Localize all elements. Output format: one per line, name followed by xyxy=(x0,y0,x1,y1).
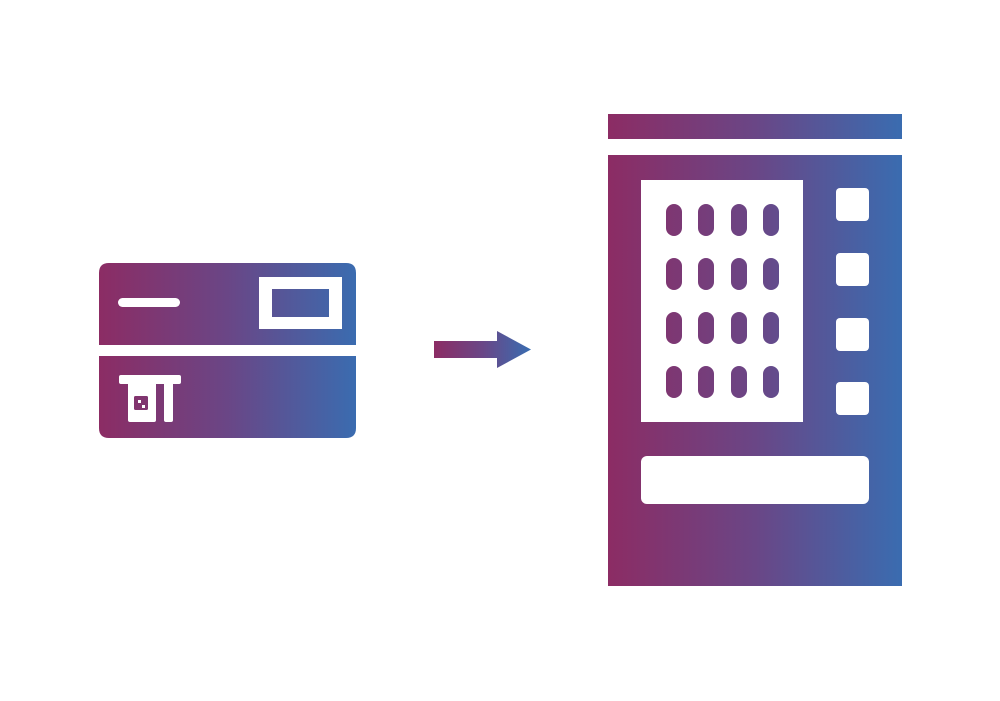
product-item xyxy=(666,312,682,344)
vending-machine-icon xyxy=(608,114,902,586)
selection-button xyxy=(836,188,869,221)
product-item xyxy=(763,258,779,290)
product-item xyxy=(763,312,779,344)
card-insert-icon xyxy=(119,375,181,422)
terminal-screen xyxy=(272,289,329,317)
card-guide xyxy=(164,382,173,422)
arrow-shaft xyxy=(434,341,500,358)
product-item xyxy=(698,366,714,398)
dispense-slot xyxy=(641,456,869,504)
product-item xyxy=(698,258,714,290)
product-item xyxy=(731,366,747,398)
payment-terminal-icon xyxy=(99,263,356,438)
card-chip-contact xyxy=(142,405,145,408)
selection-button xyxy=(836,253,869,286)
machine-header xyxy=(608,114,902,139)
product-item xyxy=(763,366,779,398)
card-chip-contact xyxy=(138,400,141,403)
selection-buttons xyxy=(836,188,869,415)
product-item xyxy=(666,258,682,290)
product-item xyxy=(698,312,714,344)
card-slot xyxy=(119,375,181,384)
selection-button xyxy=(836,382,869,415)
product-item xyxy=(763,204,779,236)
selection-button xyxy=(836,318,869,351)
product-item xyxy=(731,204,747,236)
product-item xyxy=(731,312,747,344)
product-grid xyxy=(666,204,779,398)
product-item xyxy=(698,204,714,236)
terminal-display-slot xyxy=(118,298,180,307)
product-item xyxy=(731,258,747,290)
product-item xyxy=(666,204,682,236)
arrow-right-icon xyxy=(434,331,531,368)
product-item xyxy=(666,366,682,398)
arrow-head xyxy=(497,331,531,368)
